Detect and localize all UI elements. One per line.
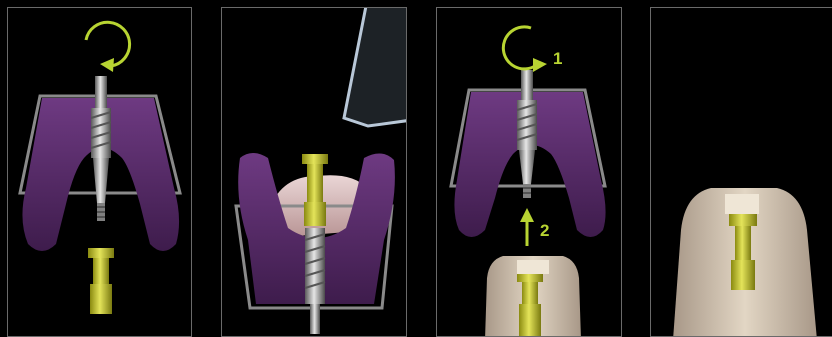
step-label-1: 1 — [553, 49, 562, 68]
rotate-counterclockwise-arrow-icon — [503, 27, 547, 72]
panel-4 — [650, 7, 832, 337]
panel-3: 1 2 — [436, 7, 622, 337]
panel-1 — [7, 7, 192, 337]
panel-3-illustration: 1 2 — [437, 8, 622, 337]
instrument-tip-icon — [344, 8, 407, 126]
panel-2 — [221, 7, 407, 337]
procedure-diagram: 1 2 — [0, 0, 832, 328]
driver-tool-icon — [91, 76, 111, 221]
panel-1-illustration — [8, 8, 192, 337]
driver-tool-icon — [305, 228, 325, 334]
step-label-2: 2 — [540, 221, 549, 240]
rotate-clockwise-arrow-icon — [86, 22, 130, 72]
up-arrow-icon — [520, 208, 534, 246]
abutment-icon — [88, 248, 114, 314]
panel-2-illustration — [222, 8, 407, 337]
panel-4-illustration — [651, 8, 832, 337]
